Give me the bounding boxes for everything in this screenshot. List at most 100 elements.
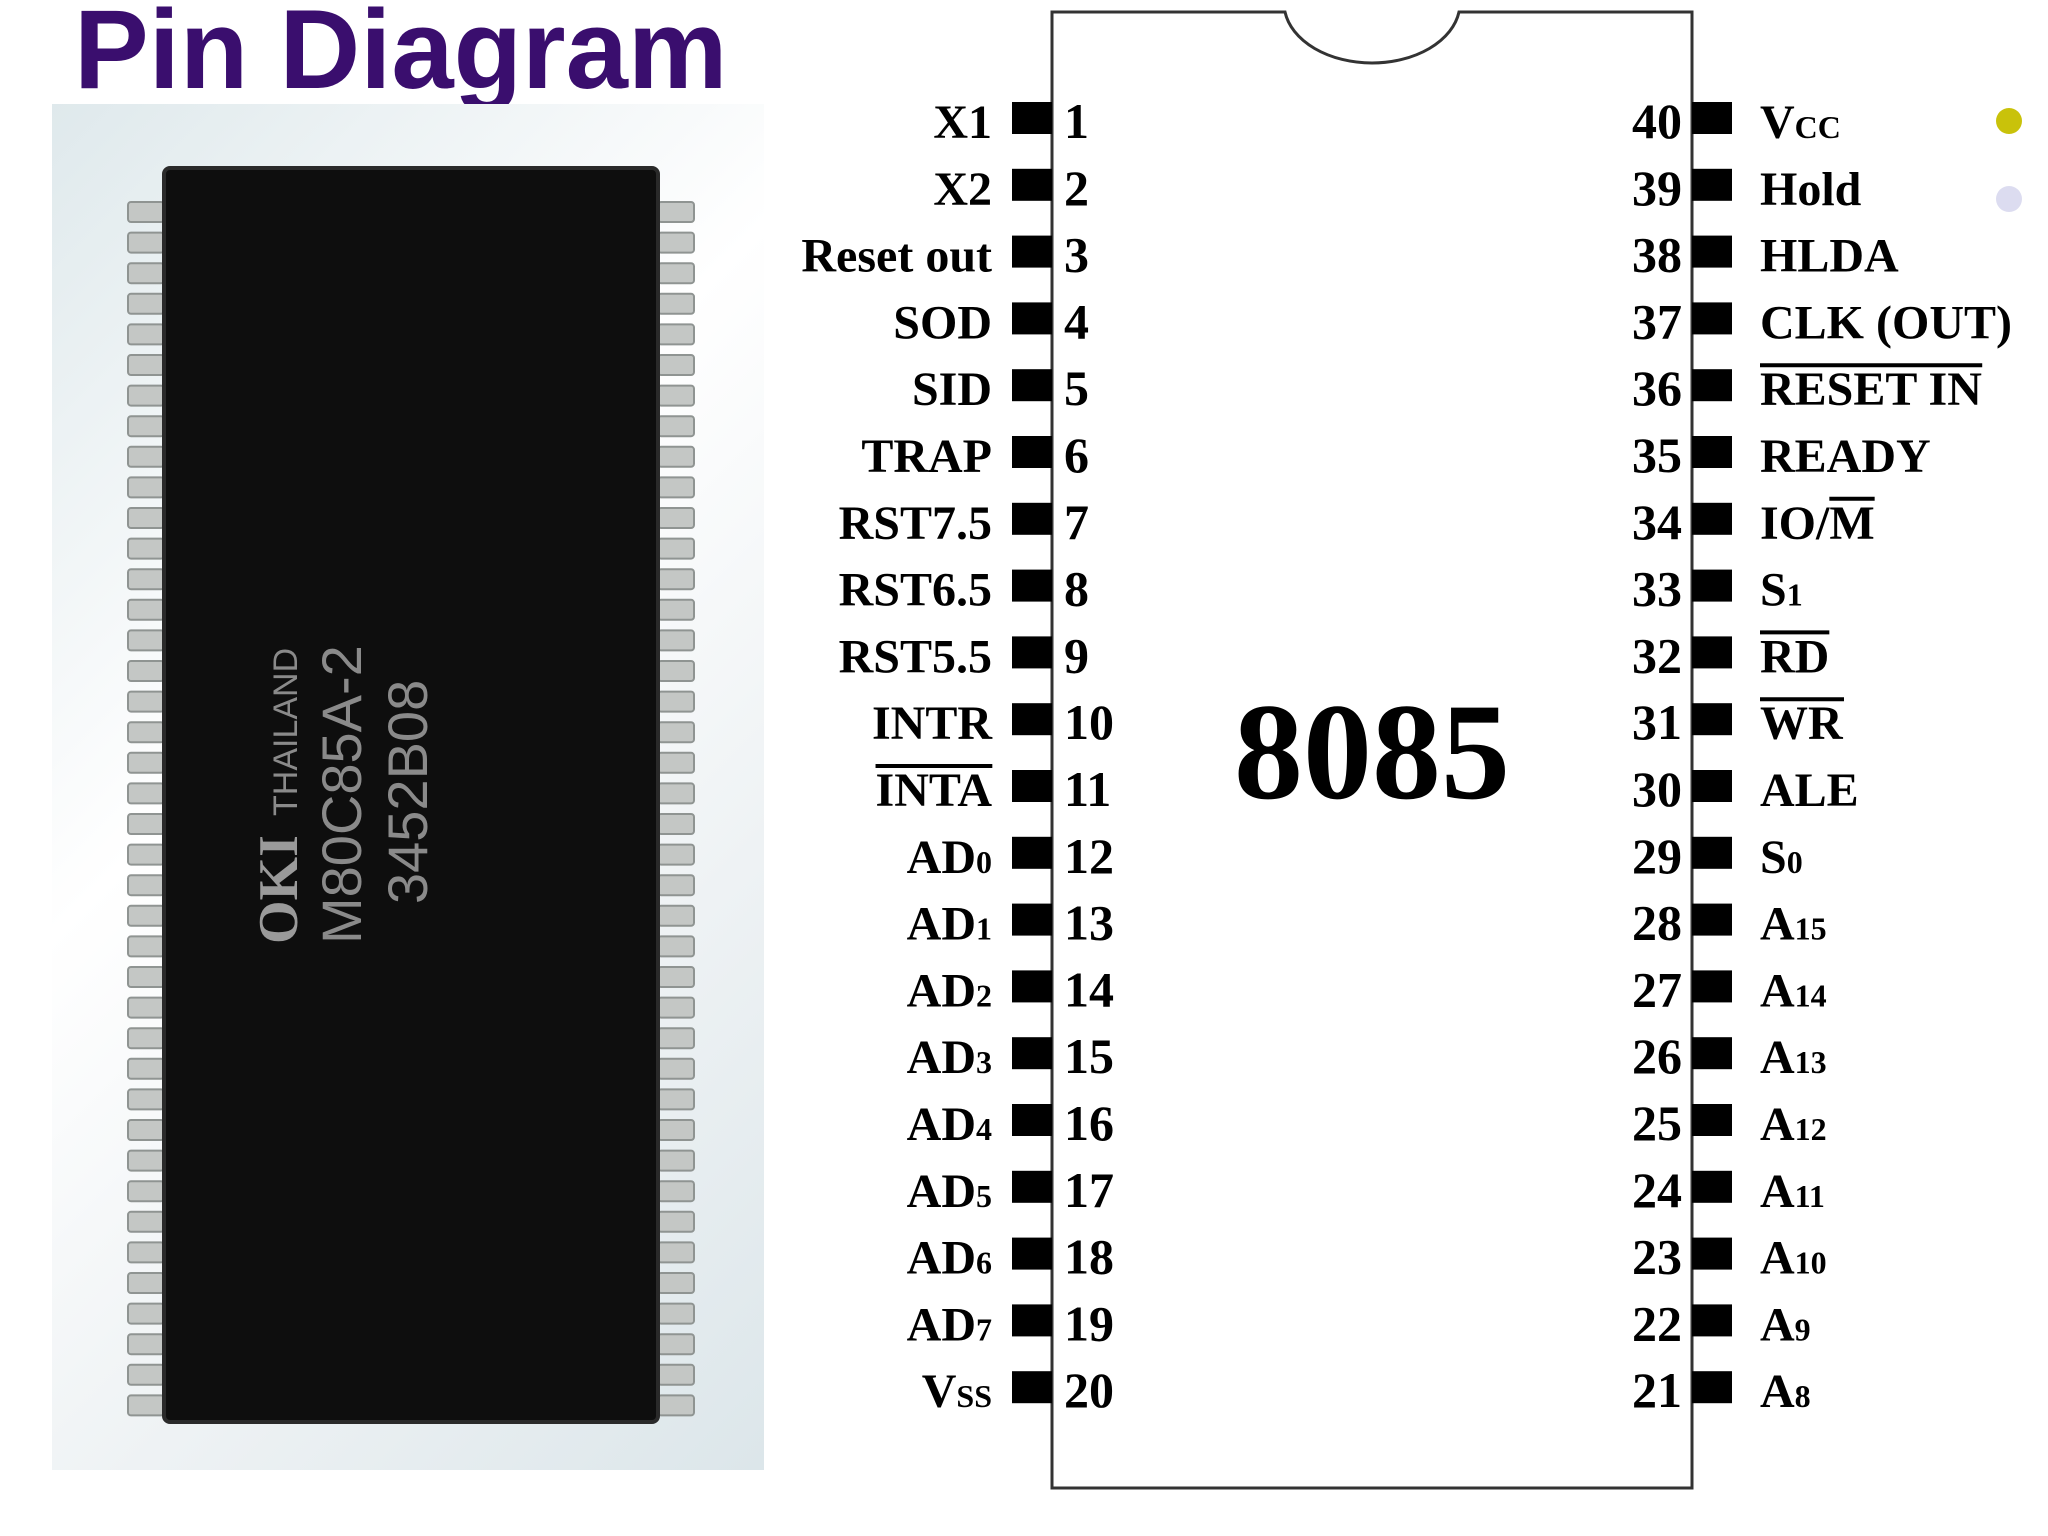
pin-number: 4 (1064, 293, 1089, 349)
pin-label-subscript: 15 (1795, 911, 1827, 947)
pin-label: X2 (933, 163, 992, 216)
pin-label-text: AD (907, 1098, 976, 1151)
pin-label-text: AD (907, 898, 976, 951)
pin-label: Reset out (801, 230, 992, 283)
pin-pad (1012, 235, 1052, 268)
pin-label-subscript: 7 (976, 1311, 992, 1347)
pin-label-text: INTR (872, 697, 993, 750)
pin-label: SOD (893, 296, 992, 349)
pin-number: 33 (1632, 561, 1682, 617)
pin-label-text: AD (907, 964, 976, 1017)
chip-part-text: M80C85A-2 (310, 645, 373, 944)
pin-label-subscript: 1 (976, 911, 992, 947)
pin-pad (1692, 1371, 1732, 1404)
pin-label-text: A (1760, 898, 1795, 951)
pin-number: 16 (1064, 1095, 1114, 1151)
pin-label-text: V (1760, 96, 1795, 149)
pin-pad (1012, 302, 1052, 335)
pin-number: 20 (1064, 1362, 1114, 1418)
chip-photo: OKI THAILAND M80C85A-2 3452B08 (52, 104, 764, 1470)
pin-number: 18 (1064, 1229, 1114, 1285)
pin-number: 7 (1064, 494, 1089, 550)
pin-label-subscript: 6 (976, 1245, 992, 1281)
pin-pad (1692, 1237, 1732, 1270)
chip-photo-pins-right (657, 201, 695, 1417)
page-title: Pin Diagram (74, 0, 728, 112)
pin-label-text: A (1760, 1365, 1795, 1418)
pin-label-text: AD (907, 1031, 976, 1084)
pin-label-text: S (1760, 564, 1787, 617)
pin-label: S1 (1760, 564, 1803, 617)
ic-outline (1050, 10, 1694, 1490)
pin-number: 13 (1064, 895, 1114, 951)
pin-label-text: A (1760, 964, 1795, 1017)
pin-pad (1692, 569, 1732, 602)
pin-pad (1012, 703, 1052, 736)
pin-pad (1692, 1304, 1732, 1337)
pin-pad (1692, 1170, 1732, 1203)
pin-number: 14 (1064, 961, 1114, 1017)
chip-brand-text: OKI (248, 835, 310, 944)
pin-row-11: 11 INTA (875, 761, 1111, 817)
pin-pad (1012, 369, 1052, 402)
pin-label: AD7 (907, 1298, 992, 1351)
pin-number: 19 (1064, 1295, 1114, 1351)
pin-pad (1692, 636, 1732, 669)
pin-row-33: 33 S1 (1632, 561, 1803, 617)
pin-label-subscript: 1 (1787, 577, 1803, 613)
pin-label-text: A (1760, 1298, 1795, 1351)
pin-pad (1012, 1037, 1052, 1070)
pin-label: RD (1760, 630, 1829, 683)
pin-number: 23 (1632, 1229, 1682, 1285)
pin-label: READY (1760, 430, 1931, 483)
pin-pad (1692, 903, 1732, 936)
pin-label: AD5 (907, 1165, 992, 1218)
pin-pad (1012, 770, 1052, 802)
pin-label-subscript: 0 (976, 844, 992, 880)
pin-number: 12 (1064, 828, 1114, 884)
pin-label: A13 (1760, 1031, 1827, 1084)
pin-label: HLDA (1760, 230, 1899, 283)
pin-label-subscript: 0 (1787, 844, 1803, 880)
pin-label-subscript: 2 (976, 977, 992, 1013)
pin-number: 3 (1064, 227, 1089, 283)
pin-number: 24 (1632, 1162, 1682, 1218)
pin-label-text: X2 (933, 163, 992, 216)
pin-label: AD1 (907, 898, 992, 951)
pin-label: RST6.5 (839, 564, 992, 617)
pin-label-text: AD (907, 831, 976, 884)
pin-label-text: X1 (933, 96, 992, 149)
pin-label: RESET IN (1760, 363, 1982, 416)
pin-label: S0 (1760, 831, 1803, 884)
pin-label: TRAP (861, 430, 992, 483)
pin-number: 21 (1632, 1362, 1682, 1418)
pin-number: 9 (1064, 627, 1089, 683)
pin-number: 32 (1632, 627, 1682, 683)
pin-label: A12 (1760, 1098, 1827, 1151)
pin-label: SID (912, 363, 992, 416)
pin-row-12: 12 AD0 (907, 828, 1114, 884)
pin-pad (1692, 502, 1732, 535)
pin-label-text: WR (1760, 697, 1844, 750)
pin-number: 11 (1064, 761, 1111, 817)
pin-label-text: INTA (876, 764, 993, 817)
pin-label-text: A (1760, 1031, 1795, 1084)
pin-label-text: Hold (1760, 163, 1862, 216)
pin-number: 40 (1632, 93, 1682, 149)
pin-number: 27 (1632, 961, 1682, 1017)
pin-row-1: 1X1 (933, 93, 1089, 149)
pin-pad (1012, 102, 1052, 134)
pin-label-text: AD (907, 1298, 976, 1351)
pin-pad (1012, 436, 1052, 468)
chip-code-text: 3452B08 (376, 680, 439, 904)
pin-number: 38 (1632, 227, 1682, 283)
